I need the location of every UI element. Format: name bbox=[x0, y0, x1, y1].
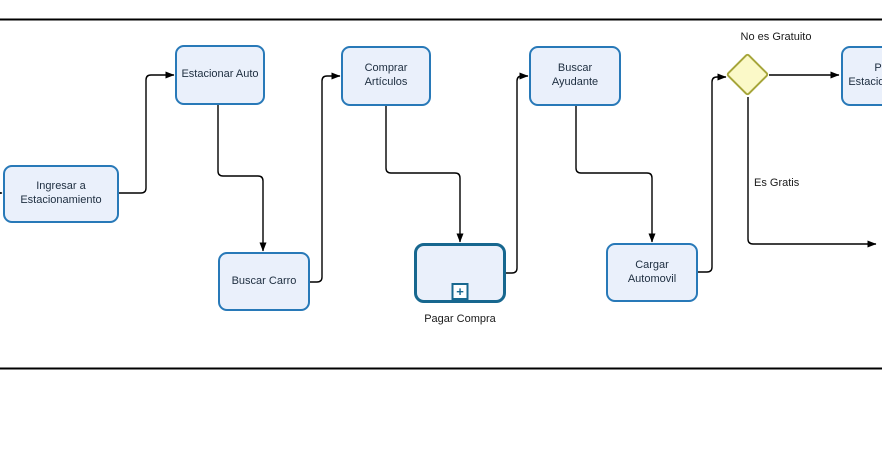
flow-label-no-es-gratuito: No es Gratuito bbox=[740, 31, 812, 43]
task-label: Comprar Artículos bbox=[364, 62, 408, 88]
flow-gateway-es-gratis-exit[interactable] bbox=[747, 97, 877, 248]
task-buscar-ayudante[interactable]: Buscar Ayudante bbox=[529, 46, 621, 106]
flow-pagar-compra-to-buscar-ayudante[interactable] bbox=[506, 72, 529, 274]
task-buscar-carro[interactable]: Buscar Carro bbox=[218, 252, 310, 311]
subprocess-pagar-compra-label: Pagar Compra bbox=[424, 313, 496, 325]
task-cargar-automovil[interactable]: Cargar Automovil bbox=[606, 243, 698, 302]
task-ingresar-a-estacionamiento[interactable]: Ingresar a Estacionamiento bbox=[3, 165, 119, 223]
task-pagar-estacionamiento[interactable]: Pagar Estacionamiento bbox=[841, 46, 882, 106]
subprocess-pagar-compra[interactable]: + bbox=[414, 243, 506, 303]
subprocess-plus-icon[interactable]: + bbox=[451, 283, 469, 300]
flow-buscar-carro-to-comprar[interactable] bbox=[310, 72, 341, 283]
task-label: Cargar Automovil bbox=[627, 258, 677, 285]
task-comprar-articulos[interactable]: Comprar Artículos bbox=[341, 46, 431, 106]
flow-buscar-ayudante-to-cargar[interactable] bbox=[575, 106, 656, 243]
flow-cargar-to-gateway[interactable] bbox=[698, 73, 727, 273]
flow-comprar-to-pagar-compra[interactable] bbox=[385, 106, 464, 243]
task-label: Buscar Ayudante bbox=[551, 62, 599, 88]
task-label: Buscar Carro bbox=[231, 274, 297, 287]
task-label: Estacionar Auto bbox=[181, 68, 259, 81]
flow-estacionar-to-buscar-carro[interactable] bbox=[217, 105, 267, 252]
task-label: Pagar Estacionamiento bbox=[848, 62, 882, 88]
task-label: Ingresar a Estacionamiento bbox=[20, 180, 102, 206]
flow-label-es-gratis: Es Gratis bbox=[754, 177, 800, 189]
task-estacionar-auto[interactable]: Estacionar Auto bbox=[175, 45, 265, 105]
flow-ingresar-to-estacionar[interactable] bbox=[119, 71, 175, 194]
